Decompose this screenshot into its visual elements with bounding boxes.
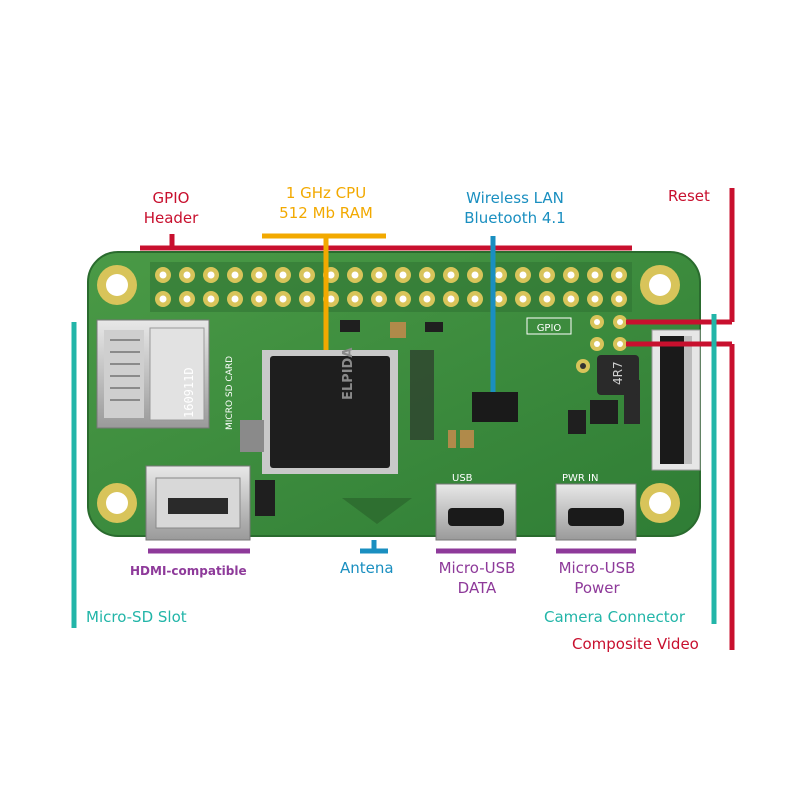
gpio-pad-hole <box>543 295 551 303</box>
gpio-pad-hole <box>351 271 359 279</box>
gpio-header-pads <box>155 267 627 307</box>
gpio-pad-hole <box>495 295 503 303</box>
gpio-pad-hole <box>207 295 215 303</box>
gpio-callout-line <box>140 234 632 251</box>
camera-connector <box>651 329 701 471</box>
gpio-pad-hole <box>207 271 215 279</box>
camera-label: Camera Connector <box>544 608 685 626</box>
gpio-pad-hole <box>543 271 551 279</box>
mounting-holes <box>97 265 680 523</box>
cpu-chip-marking: ELPIDA <box>341 348 356 400</box>
usb-power-label: Micro-USB Power <box>558 559 636 597</box>
reset-label: Reset <box>668 187 710 205</box>
antenna-trace <box>342 498 412 524</box>
cpu-chip: ELPIDA <box>262 348 398 474</box>
gpio-pad-hole <box>375 295 383 303</box>
gpio-pad-hole <box>447 271 455 279</box>
gpio-pad-hole <box>327 295 335 303</box>
inductor-marking: 4R7 <box>611 361 625 385</box>
gpio-pad-hole <box>231 295 239 303</box>
cpu-callout-line <box>262 233 386 350</box>
gpio-pad-hole <box>279 295 287 303</box>
gpio-pad-hole <box>303 295 311 303</box>
usb-silkscreen: USB <box>452 473 473 484</box>
gpio-pad-hole <box>519 295 527 303</box>
gpio-pad-hole <box>399 271 407 279</box>
gpio-pad-hole <box>255 295 263 303</box>
mini-hdmi-port <box>145 465 251 541</box>
microsd-label: Micro-SD Slot <box>86 608 187 626</box>
gpio-pad-hole <box>351 295 359 303</box>
micro-usb-data-port <box>435 483 517 541</box>
gpio-pad-hole <box>183 295 191 303</box>
gpio-pad-hole <box>231 271 239 279</box>
gpio-pad-hole <box>327 271 335 279</box>
gpio-pad-hole <box>519 271 527 279</box>
gpio-pad-hole <box>495 271 503 279</box>
gpio-header-label: GPIO Header <box>143 189 199 227</box>
gpio-pad-hole <box>471 271 479 279</box>
usb-data-label: Micro-USB DATA <box>438 559 516 597</box>
gpio-pad-hole <box>615 295 623 303</box>
micro-usb-power-port <box>555 483 637 541</box>
wireless-chip <box>472 392 518 422</box>
gpio-pad-hole <box>183 271 191 279</box>
pwr-in-silkscreen: PWR IN <box>562 473 598 484</box>
gpio-pad-hole <box>591 271 599 279</box>
gpio-pad-hole <box>375 271 383 279</box>
gpio-pad-hole <box>471 295 479 303</box>
gpio-pad-hole <box>615 271 623 279</box>
small-components <box>240 320 640 516</box>
cpu-ram-label: 1 GHz CPU 512 Mb RAM <box>279 184 373 222</box>
gpio-pad-hole <box>423 271 431 279</box>
gpio-pad-hole <box>567 295 575 303</box>
wireless-label: Wireless LAN Bluetooth 4.1 <box>464 189 566 227</box>
gpio-pad-hole <box>591 295 599 303</box>
gpio-pad-hole <box>159 271 167 279</box>
gpio-pad-hole <box>423 295 431 303</box>
gpio-silkscreen: GPIO <box>537 323 562 334</box>
sd-card-silkscreen: MICRO SD CARD <box>225 356 235 430</box>
gpio-pad-hole <box>159 295 167 303</box>
gpio-pad-hole <box>279 271 287 279</box>
gpio-pad-hole <box>567 271 575 279</box>
gpio-pad-hole <box>447 295 455 303</box>
gpio-pad-hole <box>399 295 407 303</box>
hdmi-label: HDMI-compatible <box>130 564 247 578</box>
serial-silkscreen: 160911D <box>182 367 196 418</box>
micro-sd-slot <box>96 319 210 429</box>
composite-label: Composite Video <box>572 635 699 653</box>
antenna-label: Antena <box>340 559 394 577</box>
gpio-pad-hole <box>255 271 263 279</box>
gpio-pad-hole <box>303 271 311 279</box>
antenna-callout-line <box>360 540 388 554</box>
